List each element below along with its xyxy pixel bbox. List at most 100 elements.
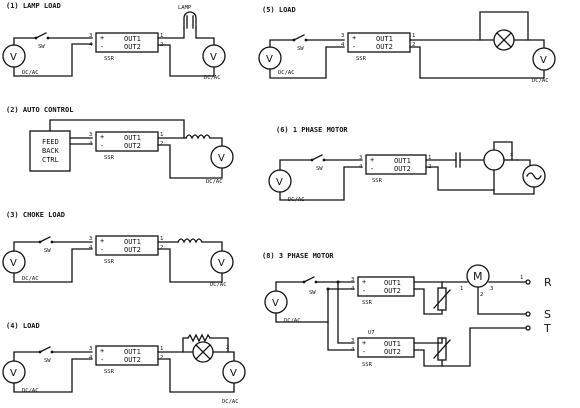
ssr-module (347, 32, 411, 53)
ssr-module (95, 345, 159, 366)
wire (493, 186, 535, 195)
wire (13, 248, 93, 283)
ssr-u7-label: U7 (368, 330, 375, 336)
wire (269, 39, 295, 48)
wire (13, 351, 41, 362)
motor-label: M (473, 270, 483, 283)
circuit-lamp-load: (1) LAMP LOAD V DC/AC SW 34 +- OUT1OUT2 … (2, 2, 226, 81)
wire (157, 27, 185, 39)
svg-text:CTRL: CTRL (42, 156, 59, 164)
wire (479, 11, 529, 41)
source-v-label: V (10, 52, 17, 63)
svg-text:4: 4 (341, 42, 345, 48)
wire (13, 241, 41, 252)
wire (327, 321, 355, 351)
wire (209, 137, 223, 147)
svg-text:-: - (362, 348, 366, 356)
svg-text:SW: SW (44, 248, 51, 254)
wire (275, 281, 305, 292)
circuit-1-phase-motor: (6) 1 PHASE MOTOR V DC/AC SW 34 +- OUT1O… (268, 126, 546, 203)
wire (157, 248, 223, 283)
svg-text:OUT2: OUT2 (124, 356, 141, 364)
svg-text:DC/AC: DC/AC (278, 70, 295, 76)
svg-text:V: V (540, 55, 547, 66)
ac-source-right (210, 250, 234, 274)
ac-source-right (532, 47, 556, 71)
lamp-symbol (183, 11, 197, 29)
circuit-auto-control: (2) AUTO CONTROL FEED BACK CTRL 34 +- OU… (6, 106, 234, 185)
svg-text:+: + (100, 133, 104, 141)
svg-text:OUT1: OUT1 (394, 157, 411, 165)
svg-text:V: V (276, 177, 283, 188)
svg-text:-: - (100, 43, 104, 51)
wire (212, 351, 235, 362)
svg-text:SW: SW (297, 46, 304, 52)
svg-text:V: V (10, 368, 17, 379)
svg-text:FEED: FEED (42, 138, 59, 146)
circuit-3-phase-motor: (8) 3 PHASE MOTOR V DC/AC SW 3 4 +- OUT1O… (262, 252, 552, 368)
svg-text:4: 4 (89, 245, 93, 251)
circuit-title: (5) LOAD (262, 6, 296, 14)
svg-text:OUT1: OUT1 (124, 348, 141, 356)
switch-label: SW (38, 44, 45, 50)
svg-text:OUT2: OUT2 (384, 348, 401, 356)
svg-text:3: 3 (89, 132, 92, 138)
svg-text:OUT1: OUT1 (376, 35, 393, 43)
svg-text:V: V (272, 298, 279, 309)
svg-text:4: 4 (351, 347, 355, 353)
wire (195, 27, 215, 46)
svg-text:-: - (100, 246, 104, 254)
circuit-title: (8) 3 PHASE MOTOR (262, 252, 334, 260)
wire (409, 46, 545, 79)
choke-coil (177, 238, 203, 244)
svg-text:OUT2: OUT2 (124, 142, 141, 150)
svg-text:+: + (362, 339, 366, 347)
svg-text:DC/AC: DC/AC (204, 75, 221, 81)
coil-load (185, 134, 211, 140)
wire (517, 159, 531, 167)
circuit-title: (4) LOAD (6, 322, 40, 330)
wire (13, 358, 93, 393)
svg-text:2: 2 (160, 355, 163, 361)
svg-text:2: 2 (480, 292, 483, 298)
sine-icon (526, 172, 542, 180)
wire (493, 141, 513, 161)
parallel-resistor (187, 333, 211, 343)
svg-text:V: V (218, 258, 225, 269)
wire (269, 46, 345, 79)
svg-text:3: 3 (351, 338, 354, 344)
svg-text:OUT1: OUT1 (384, 340, 401, 348)
wire (279, 159, 313, 171)
svg-text:1: 1 (160, 236, 163, 242)
svg-text:DC/AC: DC/AC (532, 78, 549, 84)
svg-text:1: 1 (412, 33, 415, 39)
switch-contact (39, 346, 51, 353)
svg-text:1: 1 (460, 286, 463, 292)
ssr-module-1 (357, 276, 415, 297)
svg-text:2: 2 (226, 345, 229, 351)
svg-text:-: - (370, 165, 374, 173)
svg-text:SSR: SSR (362, 362, 373, 368)
svg-text:SSR: SSR (104, 259, 115, 265)
phase-t-label: T (543, 322, 551, 335)
wire (425, 166, 495, 191)
switch-contact (311, 154, 323, 161)
wire (279, 166, 363, 201)
svg-text:-: - (100, 142, 104, 150)
svg-text:OUT2: OUT2 (394, 165, 411, 173)
svg-text:-: - (100, 356, 104, 364)
svg-text:DC/AC: DC/AC (210, 282, 227, 288)
phase-s-label: S (544, 308, 551, 321)
motor-1-phase (483, 149, 505, 171)
circuit-title: (3) CHOKE LOAD (6, 211, 65, 219)
feedback-wire (49, 119, 185, 139)
svg-text:V: V (266, 54, 273, 65)
svg-text:OUT2: OUT2 (124, 43, 141, 51)
svg-text:SW: SW (309, 290, 316, 296)
ssr-module (95, 235, 159, 256)
svg-text:BACK: BACK (42, 147, 60, 155)
svg-text:DC/AC: DC/AC (284, 318, 301, 324)
